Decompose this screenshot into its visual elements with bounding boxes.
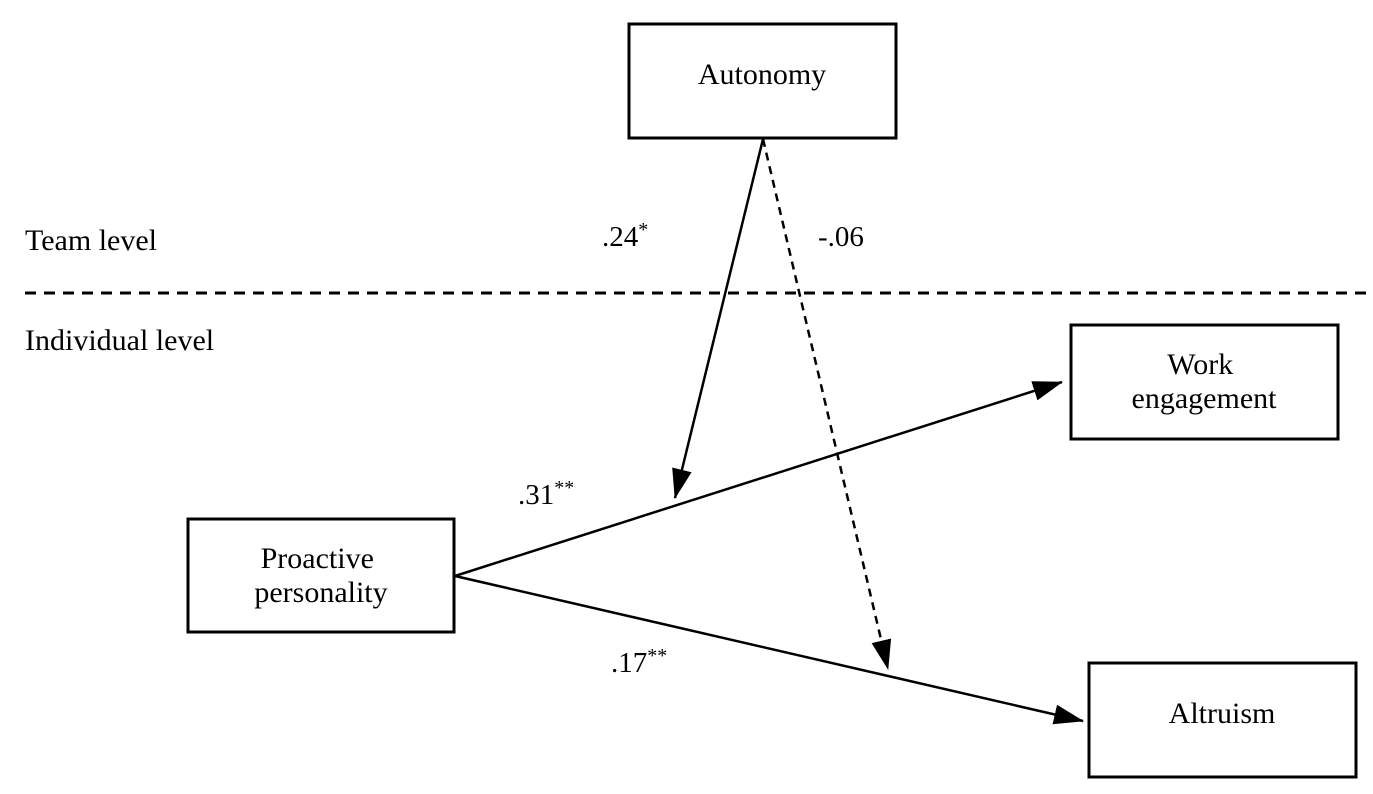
work-engagement-box: Work engagement (1069, 323, 1340, 441)
work-engagement-line-1: Work (1167, 348, 1233, 381)
individual-level-label: Individual level (25, 324, 214, 357)
arrow-proactive-to-altruism (454, 574, 1084, 725)
proactive-personality-label: Proactive personality (254, 542, 387, 609)
coef-autonomy-engagement-value: .24 (602, 221, 639, 253)
work-engagement-label: Work engagement (1132, 348, 1278, 415)
arrow-autonomy-moderates-engagement (672, 138, 765, 499)
proactive-personality-box: Proactive personality (186, 517, 456, 634)
team-level-label: Team level (25, 224, 157, 257)
work-engagement-line-2: engagement (1132, 382, 1278, 415)
coef-autonomy-engagement-sig: * (638, 219, 648, 241)
coef-proactive-engagement: .31** (518, 477, 574, 511)
coef-proactive-altruism-sig: ** (647, 645, 667, 667)
coef-autonomy-altruism-value: -.06 (818, 221, 864, 253)
proactive-personality-line-2: personality (254, 576, 387, 609)
arrow-autonomy-moderates-altruism (761, 138, 892, 670)
autonomy-label: Autonomy (698, 58, 826, 91)
coef-autonomy-engagement: .24* (602, 219, 648, 253)
arrow-proactive-to-engagement (454, 380, 1063, 578)
coef-autonomy-altruism: -.06 (818, 221, 864, 253)
proactive-personality-line-1: Proactive (261, 542, 374, 575)
autonomy-box: Autonomy (627, 22, 898, 140)
altruism-box: Altruism (1087, 661, 1358, 779)
altruism-label: Altruism (1169, 697, 1276, 730)
coef-proactive-engagement-sig: ** (554, 477, 574, 499)
coef-proactive-altruism: .17** (611, 645, 667, 679)
coef-proactive-altruism-value: .17 (611, 647, 647, 679)
coef-proactive-engagement-value: .31 (518, 479, 554, 511)
